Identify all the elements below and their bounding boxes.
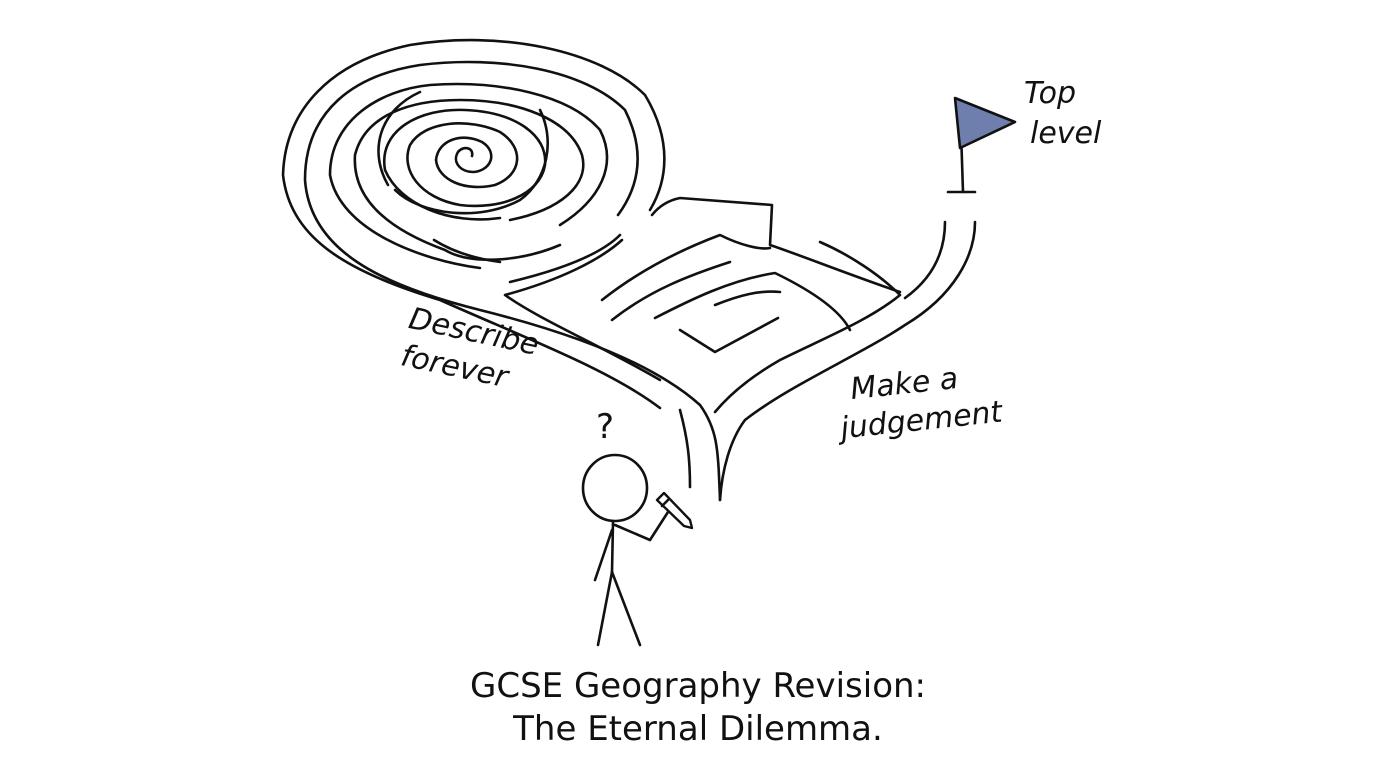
stick-figure [581,453,694,647]
label-describe-forever: Describe forever [398,301,542,395]
flag-banner [953,96,1017,150]
label-make-judgement: Make a judgement [835,361,1005,447]
question-mark: ? [596,407,614,447]
caption-line2: The Eternal Dilemma. [512,709,883,749]
caption: GCSE Geography Revision: The Eternal Dil… [470,666,926,749]
pen-icon [655,491,694,530]
label-top-level-line2: level [1030,116,1102,151]
label-top-level: Top level [1024,76,1102,151]
label-top-level-line1: Top [1024,76,1076,111]
maze-drawing [281,38,977,502]
flag [946,96,1017,194]
caption-line1: GCSE Geography Revision: [470,666,926,706]
